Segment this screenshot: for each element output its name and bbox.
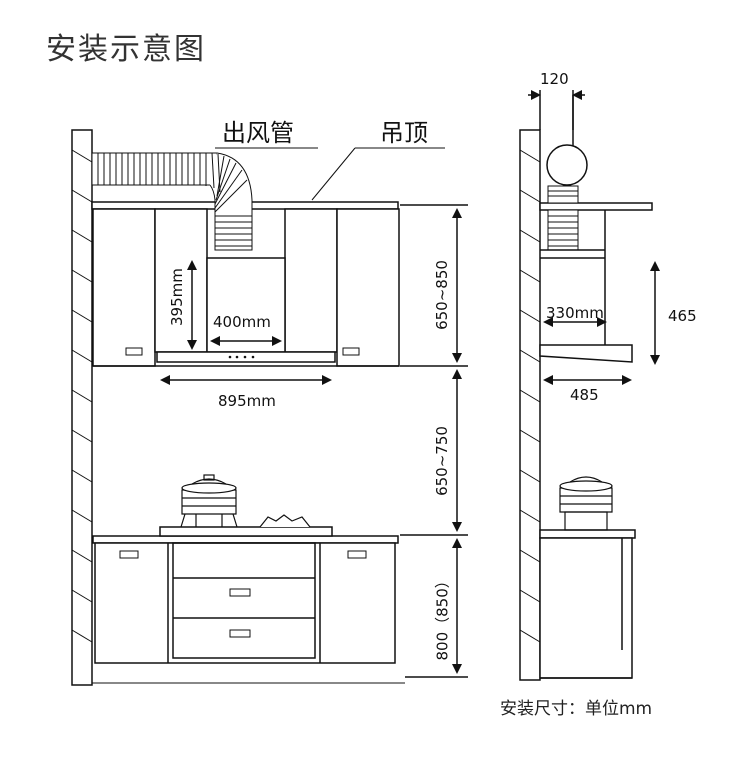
duct-section [546,144,588,186]
side-hood [539,344,633,363]
duct-label: 出风管 [222,119,294,147]
burner [259,514,311,528]
pot [180,474,238,528]
upper-cabinet-left [92,208,156,367]
handle [125,347,143,356]
handle [119,550,139,559]
upper-cabinet-right [284,208,338,353]
collar-width-label: 400mm [213,313,271,331]
side-wall [519,129,541,681]
counter-height-label: 800（850） [433,573,452,661]
hood-chimney [206,257,286,353]
side-view [519,90,653,681]
upper-cabinet-left-2 [154,208,208,353]
collar-height-label: 395mm [168,268,186,326]
base-depth-label: 485 [570,386,599,404]
countertop [92,535,399,544]
exhaust-duct [91,152,253,251]
hood-stove-label: 650~750 [433,426,451,496]
handle [347,550,367,559]
unit-note: 安装尺寸：单位mm [500,699,653,719]
handle [229,629,251,638]
hood-clearance-label: 465 [668,307,697,325]
front-view [71,129,445,686]
base-cabinet [94,542,396,664]
side-base [539,537,633,679]
handle [229,588,251,597]
handle [342,347,360,356]
page-title: 安装示意图 [46,32,206,67]
cabinet-ceiling-label: 650~850 [433,260,451,330]
hood-depth-label: 330mm [546,304,604,322]
hood-width-label: 895mm [218,392,276,410]
upper-cabinet-right-2 [336,208,400,367]
ceiling-label: 吊顶 [380,119,428,147]
cooktop [159,526,333,537]
front-wall [71,129,93,686]
duct-width-label: 120 [540,70,569,88]
side-countertop [539,529,636,539]
side-ceiling [539,202,653,211]
side-pot [559,476,613,531]
